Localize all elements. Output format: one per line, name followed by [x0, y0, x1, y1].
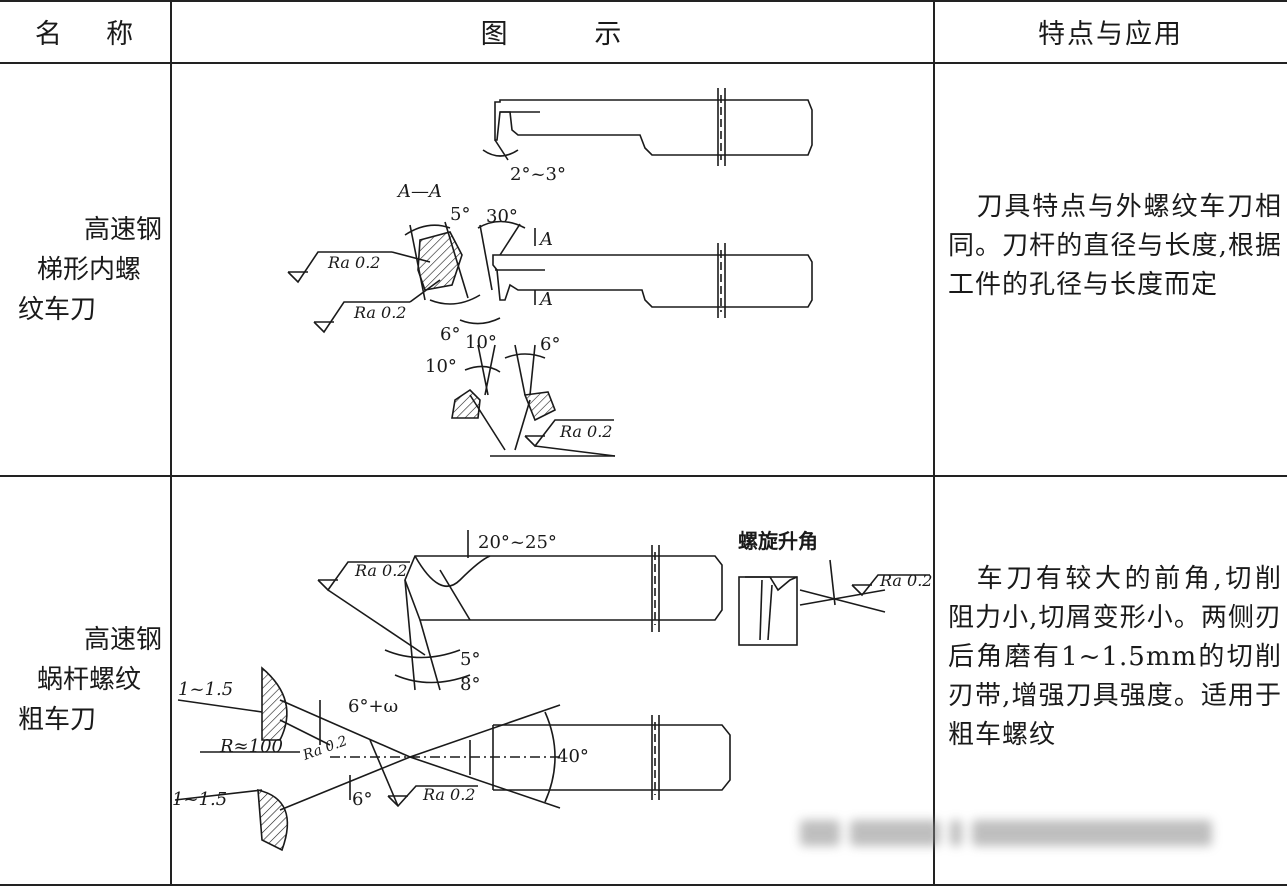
row2-land-1: 1~1.5 — [178, 679, 233, 700]
row2-ra-symbols — [317, 561, 930, 808]
row1-angle-top: 2°~3° — [510, 164, 566, 185]
row2-ra-2: Ra 0.2 — [879, 571, 932, 590]
column-divider-1 — [170, 0, 172, 885]
column-divider-2 — [933, 0, 935, 885]
row2-features: 车刀有较大的前角,切削阻力小,切屑变形小。两侧刃后角磨有1~1.5mm的切削刃带… — [948, 560, 1282, 755]
row1-ra-symbols — [287, 251, 616, 457]
table-bottom-border — [0, 884, 1287, 886]
row2-name: 高速钢 蜗杆螺纹 粗车刀 — [14, 620, 164, 740]
row1-angle-6a: 6° — [440, 324, 460, 345]
row2-angle-6: 6° — [352, 789, 372, 810]
row2-radius: R≈100 — [219, 736, 283, 757]
row2-helix-view — [738, 559, 886, 646]
row1-angle-5: 5° — [450, 204, 470, 225]
row2-helix-label: 螺旋升角 — [738, 529, 818, 553]
watermark — [800, 815, 1250, 851]
row2-ra-4: Ra 0.2 — [422, 785, 475, 804]
row-divider — [0, 475, 1287, 477]
row1-name: 高速钢 梯形内螺 纹车刀 — [14, 210, 164, 330]
row1-angle-10a: 10° — [465, 332, 497, 353]
row1-features-text: 刀具特点与外螺纹车刀相同。刀杆的直径与长度,根据工件的孔径与长度而定 — [948, 192, 1282, 300]
row1-ra-1: Ra 0.2 — [327, 253, 380, 272]
row1-name-line3: 纹车刀 — [18, 295, 97, 325]
row1-section-mark-1: A — [538, 229, 553, 250]
row1-tool-side-view — [477, 220, 813, 318]
row2-angle-6w: 6°+ω — [348, 696, 398, 717]
row2-tool-top-view — [384, 530, 723, 691]
row2-land-2: 1~1.5 — [172, 789, 227, 810]
row2-angle-5: 5° — [460, 649, 480, 670]
header-divider — [0, 62, 1287, 64]
row1-name-line1: 高速钢 — [83, 215, 162, 245]
row1-ra-3: Ra 0.2 — [559, 422, 612, 441]
row1-section-label: A—A — [396, 181, 442, 202]
row1-angle-10b: 10° — [425, 356, 457, 377]
row2-name-line1: 高速钢 — [83, 625, 162, 655]
row1-features: 刀具特点与外螺纹车刀相同。刀杆的直径与长度,根据工件的孔径与长度而定 — [948, 188, 1282, 305]
row2-angle-40: 40° — [557, 746, 589, 767]
row2-angle-rake: 20°~25° — [478, 532, 557, 553]
row2-name-line2: 蜗杆螺纹 — [36, 665, 141, 695]
row1-tool-top-view — [482, 88, 813, 166]
row2-tool-bottom-view — [174, 666, 731, 852]
row2-ra-3: Ra 0.2 — [300, 733, 350, 764]
row1-small-profiles — [451, 344, 557, 422]
row2-angle-8: 8° — [460, 674, 480, 695]
row1-section-aa — [404, 221, 501, 325]
table-top-border — [0, 0, 1287, 2]
row2-features-text: 车刀有较大的前角,切削阻力小,切屑变形小。两侧刃后角磨有1~1.5mm的切削刃带… — [948, 564, 1282, 750]
row1-ra-2: Ra 0.2 — [353, 303, 406, 322]
header-name: 名 称 — [34, 18, 136, 50]
row2-name-line3: 粗车刀 — [18, 705, 97, 735]
row2-ra-1: Ra 0.2 — [354, 561, 407, 580]
row1-angle-30: 30° — [486, 206, 518, 227]
header-figure: 图 示 — [480, 18, 624, 50]
row1-name-line2: 梯形内螺 — [36, 255, 141, 285]
row1-section-mark-2: A — [538, 289, 553, 310]
header-features: 特点与应用 — [1038, 18, 1183, 50]
row1-angle-6b: 6° — [540, 334, 560, 355]
